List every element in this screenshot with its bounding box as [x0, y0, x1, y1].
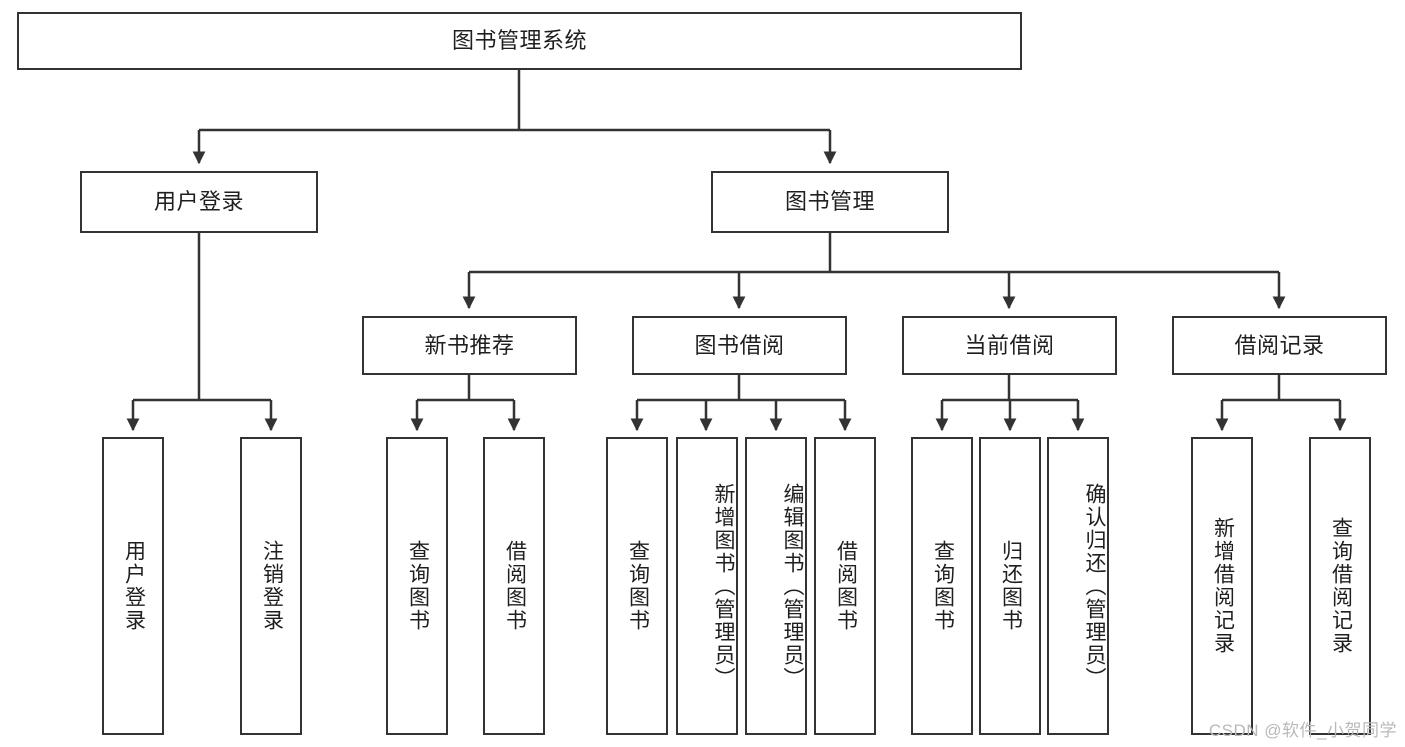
- leaf-current-return-book[interactable]: 归还图书: [979, 437, 1041, 735]
- leaf-user-login-login[interactable]: 用户登录: [102, 437, 164, 735]
- node-new-book-recommend[interactable]: 新书推荐: [362, 316, 577, 375]
- node-root-system[interactable]: 图书管理系统: [17, 12, 1022, 70]
- node-borrow-record[interactable]: 借阅记录: [1172, 316, 1387, 375]
- node-current-borrow[interactable]: 当前借阅: [902, 316, 1117, 375]
- node-user-login[interactable]: 用户登录: [80, 171, 318, 233]
- leaf-borrow-borrow-book[interactable]: 借阅图书: [814, 437, 876, 735]
- leaf-current-query-book[interactable]: 查询图书: [911, 437, 973, 735]
- leaf-recommend-query-book[interactable]: 查询图书: [386, 437, 448, 735]
- leaf-borrow-edit-book-admin[interactable]: 编辑图书（管理员）: [745, 437, 807, 735]
- leaf-current-confirm-return-admin[interactable]: 确认归还（管理员）: [1047, 437, 1109, 735]
- node-book-management[interactable]: 图书管理: [711, 171, 949, 233]
- node-book-borrow[interactable]: 图书借阅: [632, 316, 847, 375]
- csdn-watermark: CSDN @软件_小贺同学: [1208, 721, 1397, 740]
- leaf-recommend-borrow-book[interactable]: 借阅图书: [483, 437, 545, 735]
- leaf-record-query-record[interactable]: 查询借阅记录: [1309, 437, 1371, 735]
- leaf-borrow-add-book-admin[interactable]: 新增图书（管理员）: [676, 437, 738, 735]
- leaf-record-add-record[interactable]: 新增借阅记录: [1191, 437, 1253, 735]
- leaf-borrow-query-book[interactable]: 查询图书: [606, 437, 668, 735]
- leaf-user-login-logout[interactable]: 注销登录: [240, 437, 302, 735]
